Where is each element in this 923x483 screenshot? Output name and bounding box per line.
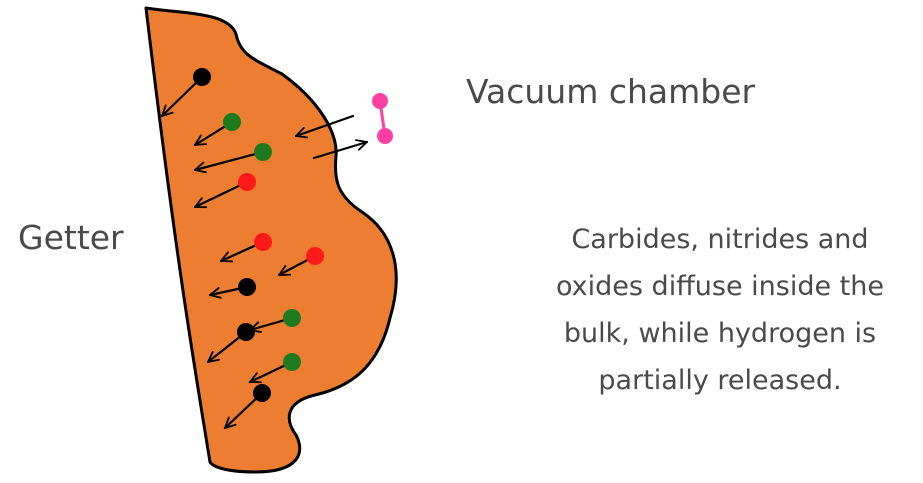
vacuum-chamber-label: Vacuum chamber <box>466 72 755 111</box>
nitride-particle <box>283 353 301 371</box>
carbide-particle <box>238 278 256 296</box>
description-text: Carbides, nitrides and oxides diffuse in… <box>525 216 915 404</box>
nitride-particle <box>223 113 241 131</box>
nitride-particle <box>283 309 301 327</box>
carbide-particle <box>253 384 271 402</box>
oxide-particle <box>254 233 272 251</box>
getter-label: Getter <box>18 218 124 257</box>
hydrogen-molecule <box>372 93 393 144</box>
hydrogen-atom <box>372 93 388 109</box>
hydrogen-atom <box>377 128 393 144</box>
carbide-particle <box>237 323 255 341</box>
carbide-particle <box>193 68 211 86</box>
oxide-particle <box>306 247 324 265</box>
oxide-particle <box>238 173 256 191</box>
nitride-particle <box>254 143 272 161</box>
